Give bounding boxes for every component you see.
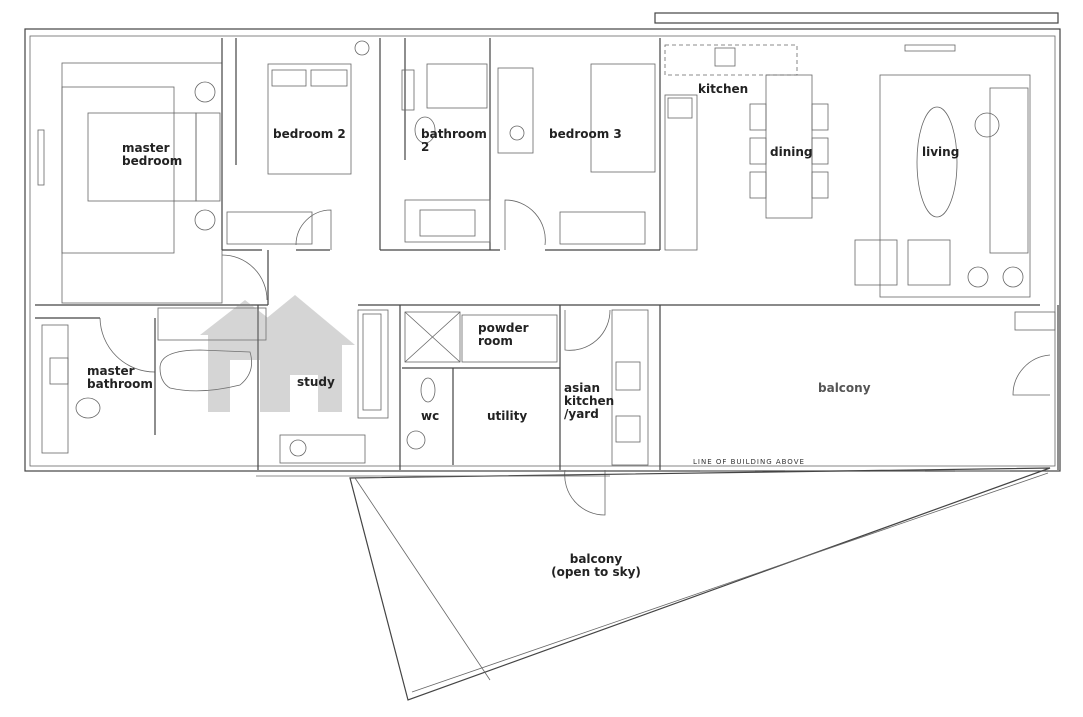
room-label-dining: dining — [770, 145, 813, 159]
armchair — [907, 239, 951, 286]
toilet-icon — [414, 116, 436, 144]
room-label-utility: utility — [487, 409, 528, 423]
wardrobe — [559, 211, 646, 245]
living-rug — [879, 74, 1031, 298]
hob-icon — [667, 97, 693, 119]
line-of-building-note: LINE OF BUILDING ABOVE — [693, 458, 805, 466]
desk — [497, 67, 534, 154]
vanity — [41, 324, 69, 454]
bathtub — [159, 349, 253, 392]
sofa — [989, 87, 1029, 254]
bed-2 — [267, 63, 352, 175]
sink — [419, 209, 476, 237]
outer-wall — [24, 28, 1061, 472]
bookshelf — [362, 313, 382, 411]
room-label-wc: wc — [421, 409, 440, 423]
armchair — [854, 239, 898, 286]
shower — [426, 63, 488, 109]
bed-3 — [590, 63, 656, 173]
top-window-strip — [654, 12, 1059, 24]
counter — [611, 309, 649, 466]
study-desk — [279, 434, 366, 464]
sink-icon — [615, 415, 641, 443]
toilet-icon — [75, 397, 101, 419]
wardrobe — [226, 211, 313, 245]
lamp-icon — [194, 81, 216, 103]
shower — [404, 311, 461, 363]
balcony-outline — [349, 467, 1051, 701]
room-label-bedroom-2: bedroom 2 — [273, 127, 346, 141]
coffee-table — [916, 106, 958, 218]
counter — [664, 94, 698, 251]
wardrobe — [157, 307, 267, 341]
room-label-study: study — [297, 375, 335, 389]
sink-icon — [714, 47, 736, 67]
room-label-balcony-open-to-sky: balcony(open to sky) — [551, 552, 641, 579]
basin-icon — [406, 430, 426, 450]
rug — [61, 86, 175, 254]
room-label-balcony: balcony — [818, 381, 871, 395]
lamp-icon — [194, 209, 216, 231]
room-label-living: living — [922, 145, 960, 159]
toilet-icon — [420, 377, 436, 403]
room-label-kitchen: kitchen — [698, 82, 749, 96]
tv-icon — [37, 129, 45, 186]
stove-icon — [615, 361, 641, 391]
house-watermark-icon — [200, 295, 355, 412]
room-label-bedroom-3: bedroom 3 — [549, 127, 622, 141]
